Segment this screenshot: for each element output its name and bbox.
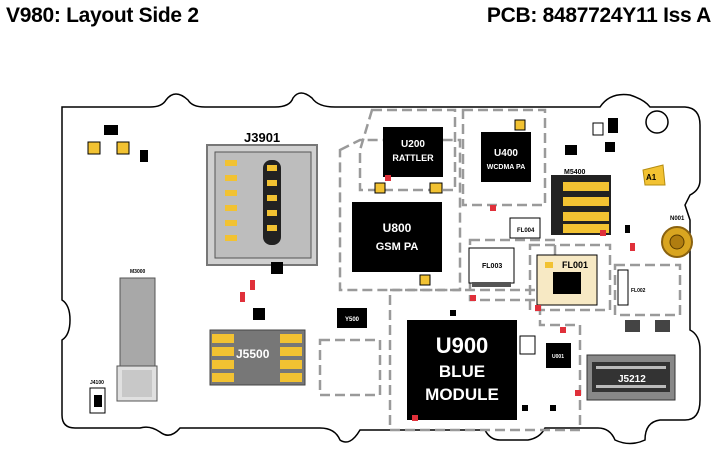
- sim-connector-j3901: [206, 144, 318, 266]
- m3000-label: M3000: [130, 269, 146, 275]
- fl002-filter: [617, 269, 629, 306]
- fl003-label: FL003: [482, 263, 502, 270]
- u200-label: U200: [401, 139, 425, 150]
- a1-antenna-pad: [642, 164, 666, 186]
- j5500-label: J5500: [236, 347, 270, 361]
- y500-label: Y500: [345, 317, 360, 323]
- fl004-label: FL004: [517, 228, 535, 234]
- fl001-label: FL001: [562, 260, 588, 270]
- u001-label: U001: [552, 354, 564, 360]
- u400-label: U400: [494, 148, 518, 159]
- fl003-filter: [468, 247, 515, 284]
- a1-label: A1: [646, 173, 657, 182]
- j4100-label: J4100: [90, 380, 104, 386]
- u900-label: U900: [436, 333, 489, 358]
- u400-chip: [481, 132, 531, 182]
- u001-chip: [546, 343, 571, 368]
- u900-sublabel: BLUE: [439, 362, 485, 381]
- j5212-label: J5212: [618, 374, 646, 385]
- u900-chip: [407, 320, 517, 420]
- board-outline: [61, 92, 701, 445]
- j5500-connector: [209, 329, 306, 386]
- u200-chip: [383, 127, 443, 177]
- u800-label: U800: [383, 221, 412, 235]
- passive-components: [87, 118, 670, 421]
- n001-label: N001: [670, 216, 685, 222]
- y500-crystal: [337, 308, 367, 328]
- u400-sublabel: WCDMA PA: [487, 164, 526, 171]
- m3000-motor: [116, 277, 158, 402]
- layout-title: V980: Layout Side 2: [6, 4, 199, 27]
- j5212-connector: [586, 354, 676, 401]
- j3901-label: J3901: [244, 130, 280, 145]
- u200-sublabel: RATTLER: [392, 153, 434, 163]
- m5400-component: [551, 175, 611, 235]
- u800-sublabel: GSM PA: [376, 241, 419, 253]
- m5400-label: M5400: [564, 169, 586, 176]
- fl004-filter: [509, 217, 541, 239]
- mounting-hole: [645, 110, 669, 134]
- j4100-connector: [89, 387, 106, 414]
- pcb-title: PCB: 8487724Y11 Iss A: [486, 4, 711, 27]
- fl002-label: FL002: [631, 288, 646, 294]
- u900-sublabel-2: MODULE: [425, 385, 499, 404]
- u800-chip: [352, 202, 442, 272]
